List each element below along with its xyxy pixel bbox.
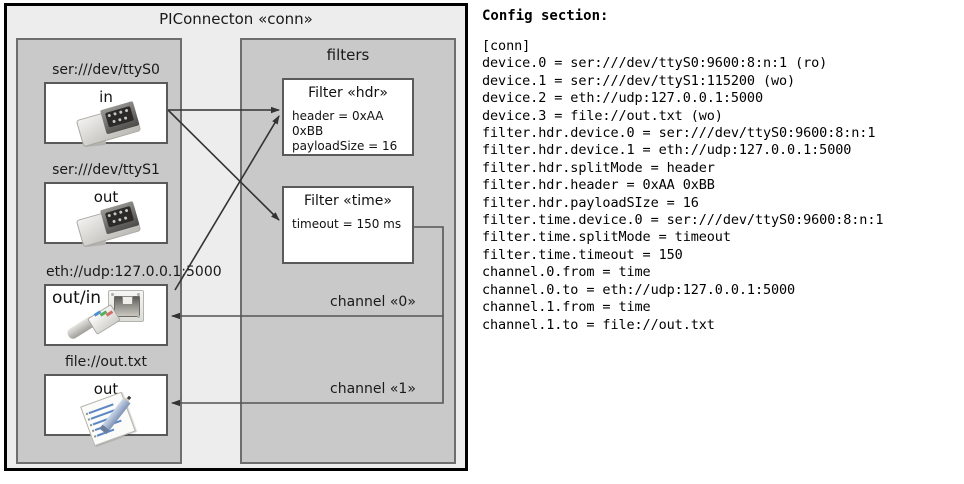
- filter-hdr-props: header = 0xAA 0xBB payloadSize = 16: [292, 109, 412, 154]
- channel-0-label: channel «0»: [330, 294, 416, 310]
- device-file-out[interactable]: file://out.txt out: [44, 354, 168, 447]
- device-serial-ttyS0[interactable]: ser:///dev/ttyS0 in: [44, 62, 168, 148]
- device-serial-ttyS0-caption: in: [99, 88, 113, 106]
- device-eth-udp-label: eth://udp:127.0.0.1:5000: [46, 264, 222, 280]
- filter-hdr-prop-payloadsize: payloadSize = 16: [292, 139, 398, 153]
- device-serial-ttyS1[interactable]: ser:///dev/ttyS1 out: [44, 162, 168, 248]
- filter-time-props: timeout = 150 ms: [292, 217, 401, 232]
- device-eth-udp-caption: out/in: [52, 288, 102, 308]
- diagram-title: PIConnecton «conn»: [159, 10, 313, 28]
- filters-group-title: filters: [326, 46, 370, 64]
- channel-1-label: channel «1»: [330, 381, 416, 397]
- filter-time-prop-timeout: timeout = 150 ms: [292, 217, 402, 231]
- ethernet-cable-icon: [64, 304, 121, 344]
- filter-time-title: Filter «time»: [304, 193, 392, 209]
- config-section-text: [conn] device.0 = ser:///dev/ttyS0:9600:…: [482, 38, 884, 333]
- ethernet-rj45-icon: [108, 290, 144, 322]
- device-file-out-caption: out: [93, 380, 119, 398]
- config-section: Config section: [conn] device.0 = ser://…: [482, 0, 964, 484]
- filter-time[interactable]: Filter «time» timeout = 150 ms: [282, 186, 414, 264]
- filter-hdr[interactable]: Filter «hdr» header = 0xAA 0xBB payloadS…: [282, 78, 414, 156]
- filter-hdr-prop-header: header = 0xAA 0xBB: [292, 109, 384, 138]
- device-serial-ttyS1-caption: out: [93, 188, 119, 206]
- config-section-title: Config section:: [482, 8, 609, 24]
- device-serial-ttyS1-label: ser:///dev/ttyS1: [52, 162, 160, 178]
- device-file-out-label: file://out.txt: [64, 354, 148, 370]
- device-eth-udp[interactable]: eth://udp:127.0.0.1:5000 out/in: [44, 264, 222, 346]
- filter-hdr-title: Filter «hdr»: [308, 85, 388, 101]
- device-serial-ttyS0-label: ser:///dev/ttyS0: [52, 62, 160, 78]
